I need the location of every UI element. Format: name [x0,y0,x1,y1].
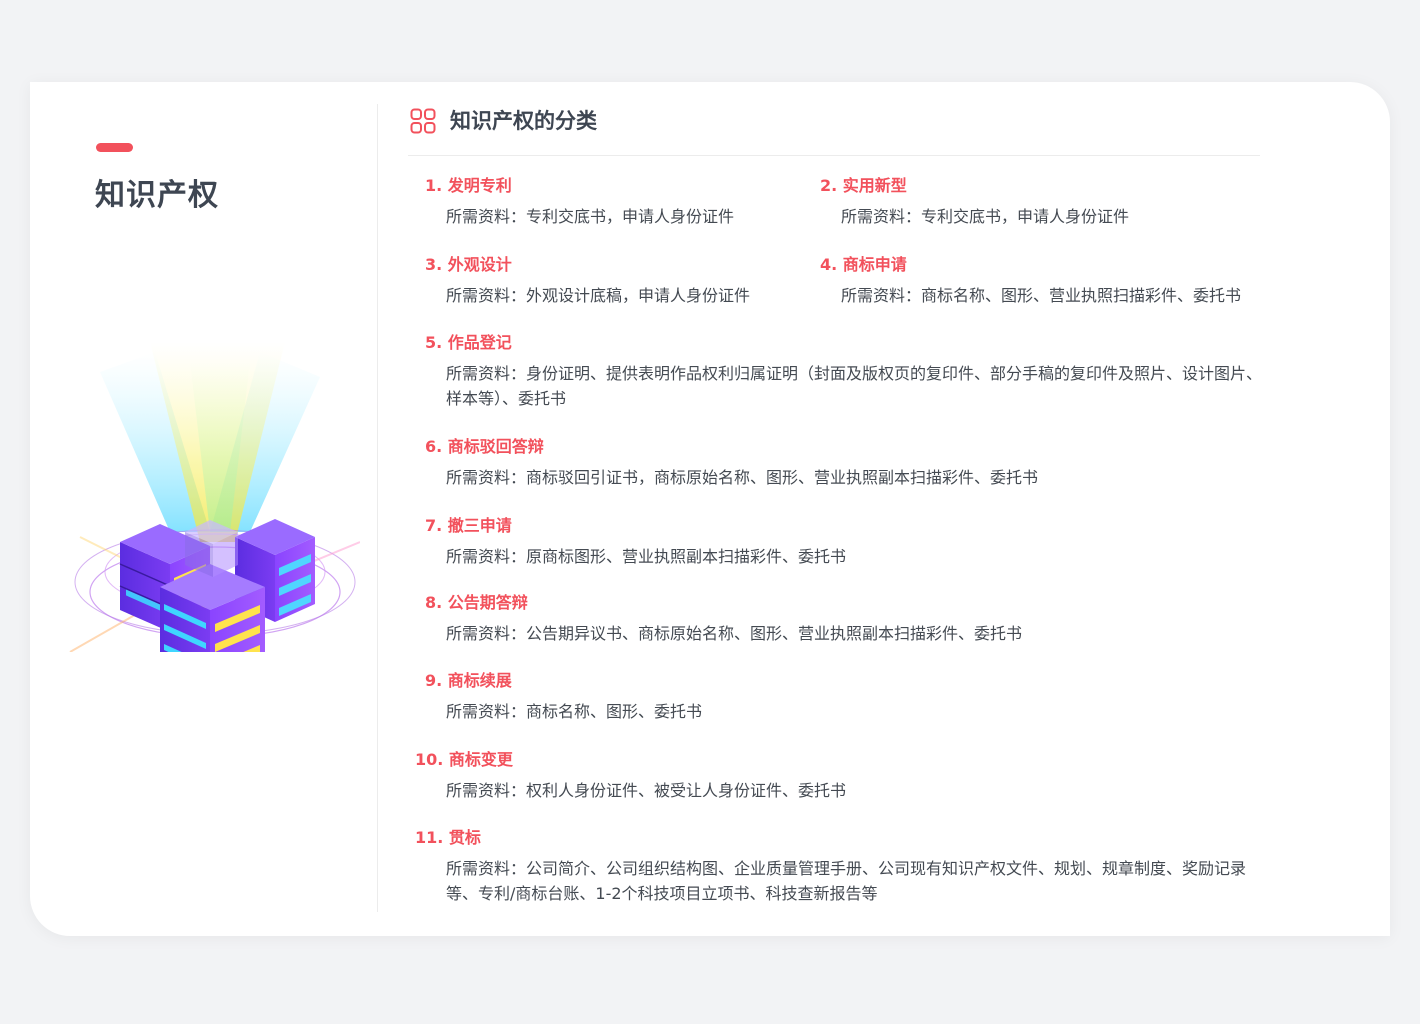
category-number: 6. [425,437,443,456]
category-number: 9. [425,671,443,690]
category-item: 5. 作品登记 所需资料：身份证明、提供表明作品权利归属证明（封面及版权页的复印… [425,332,1275,411]
category-desc: 所需资料：身份证明、提供表明作品权利归属证明（封面及版权页的复印件、部分手稿的复… [446,364,1263,408]
category-number: 10. [415,750,444,769]
accent-bar [96,143,133,152]
category-title: 4. 商标申请 [820,254,1290,276]
category-name: 撤三申请 [447,516,512,535]
category-desc: 所需资料：公司简介、公司组织结构图、企业质量管理手册、公司现有知识产权文件、规划… [446,859,1247,903]
category-desc: 所需资料：公告期异议书、商标原始名称、图形、营业执照副本扫描彩件、委托书 [446,624,1023,643]
category-name: 商标变更 [448,750,513,769]
category-number: 5. [425,333,443,352]
category-title: 10. 商标变更 [415,749,1275,771]
category-item: 6. 商标驳回答辩 所需资料：商标驳回引证书，商标原始名称、图形、营业执照副本扫… [425,436,1275,490]
category-name: 商标续展 [447,671,512,690]
category-item: 11. 贯标 所需资料：公司简介、公司组织结构图、企业质量管理手册、公司现有知识… [415,827,1275,906]
content-card: 知识产权 [30,82,1390,936]
category-item: 2. 实用新型 所需资料：专利交底书，申请人身份证件 [820,175,1290,229]
category-item: 1. 发明专利 所需资料：专利交底书，申请人身份证件 [425,175,805,229]
category-desc: 所需资料：外观设计底稿，申请人身份证件 [446,286,751,305]
category-title: 8. 公告期答辩 [425,592,1275,614]
category-desc: 所需资料：商标驳回引证书，商标原始名称、图形、营业执照副本扫描彩件、委托书 [446,468,1039,487]
category-name: 实用新型 [842,176,907,195]
category-title: 9. 商标续展 [425,670,1275,692]
category-name: 商标驳回答辩 [447,437,544,456]
category-name: 贯标 [448,828,481,847]
category-item: 10. 商标变更 所需资料：权利人身份证件、被受让人身份证件、委托书 [415,749,1275,803]
category-desc: 所需资料：专利交底书，申请人身份证件 [446,207,735,226]
category-item: 4. 商标申请 所需资料：商标名称、图形、营业执照扫描彩件、委托书 [820,254,1290,308]
category-number: 1. [425,176,443,195]
category-title: 1. 发明专利 [425,175,805,197]
vertical-divider [377,104,378,912]
category-item: 7. 撤三申请 所需资料：原商标图形、营业执照副本扫描彩件、委托书 [425,515,1275,569]
category-item: 8. 公告期答辩 所需资料：公告期异议书、商标原始名称、图形、营业执照副本扫描彩… [425,592,1275,646]
category-number: 7. [425,516,443,535]
category-desc: 所需资料：原商标图形、营业执照副本扫描彩件、委托书 [446,547,847,566]
category-desc: 所需资料：商标名称、图形、营业执照扫描彩件、委托书 [841,286,1242,305]
category-title: 5. 作品登记 [425,332,1275,354]
category-number: 2. [820,176,838,195]
category-desc: 所需资料：专利交底书，申请人身份证件 [841,207,1130,226]
category-title: 11. 贯标 [415,827,1275,849]
category-number: 3. [425,255,443,274]
category-name: 外观设计 [447,255,512,274]
category-title: 3. 外观设计 [425,254,805,276]
category-title: 6. 商标驳回答辩 [425,436,1275,458]
category-item: 9. 商标续展 所需资料：商标名称、图形、委托书 [425,670,1275,724]
category-desc: 所需资料：商标名称、图形、委托书 [446,702,703,721]
category-number: 8. [425,593,443,612]
category-title: 2. 实用新型 [820,175,1290,197]
section-title: 知识产权的分类 [450,109,597,133]
grid-icon [410,108,436,134]
category-desc: 所需资料：权利人身份证件、被受让人身份证件、委托书 [446,781,847,800]
category-number: 4. [820,255,838,274]
category-name: 公告期答辩 [447,593,528,612]
section-header: 知识产权的分类 [408,104,1260,156]
server-illustration [69,342,360,652]
category-item: 3. 外观设计 所需资料：外观设计底稿，申请人身份证件 [425,254,805,308]
category-title: 7. 撤三申请 [425,515,1275,537]
category-name: 商标申请 [842,255,907,274]
category-name: 作品登记 [447,333,512,352]
category-number: 11. [415,828,444,847]
category-name: 发明专利 [447,176,512,195]
sidebar-title: 知识产权 [95,178,219,213]
